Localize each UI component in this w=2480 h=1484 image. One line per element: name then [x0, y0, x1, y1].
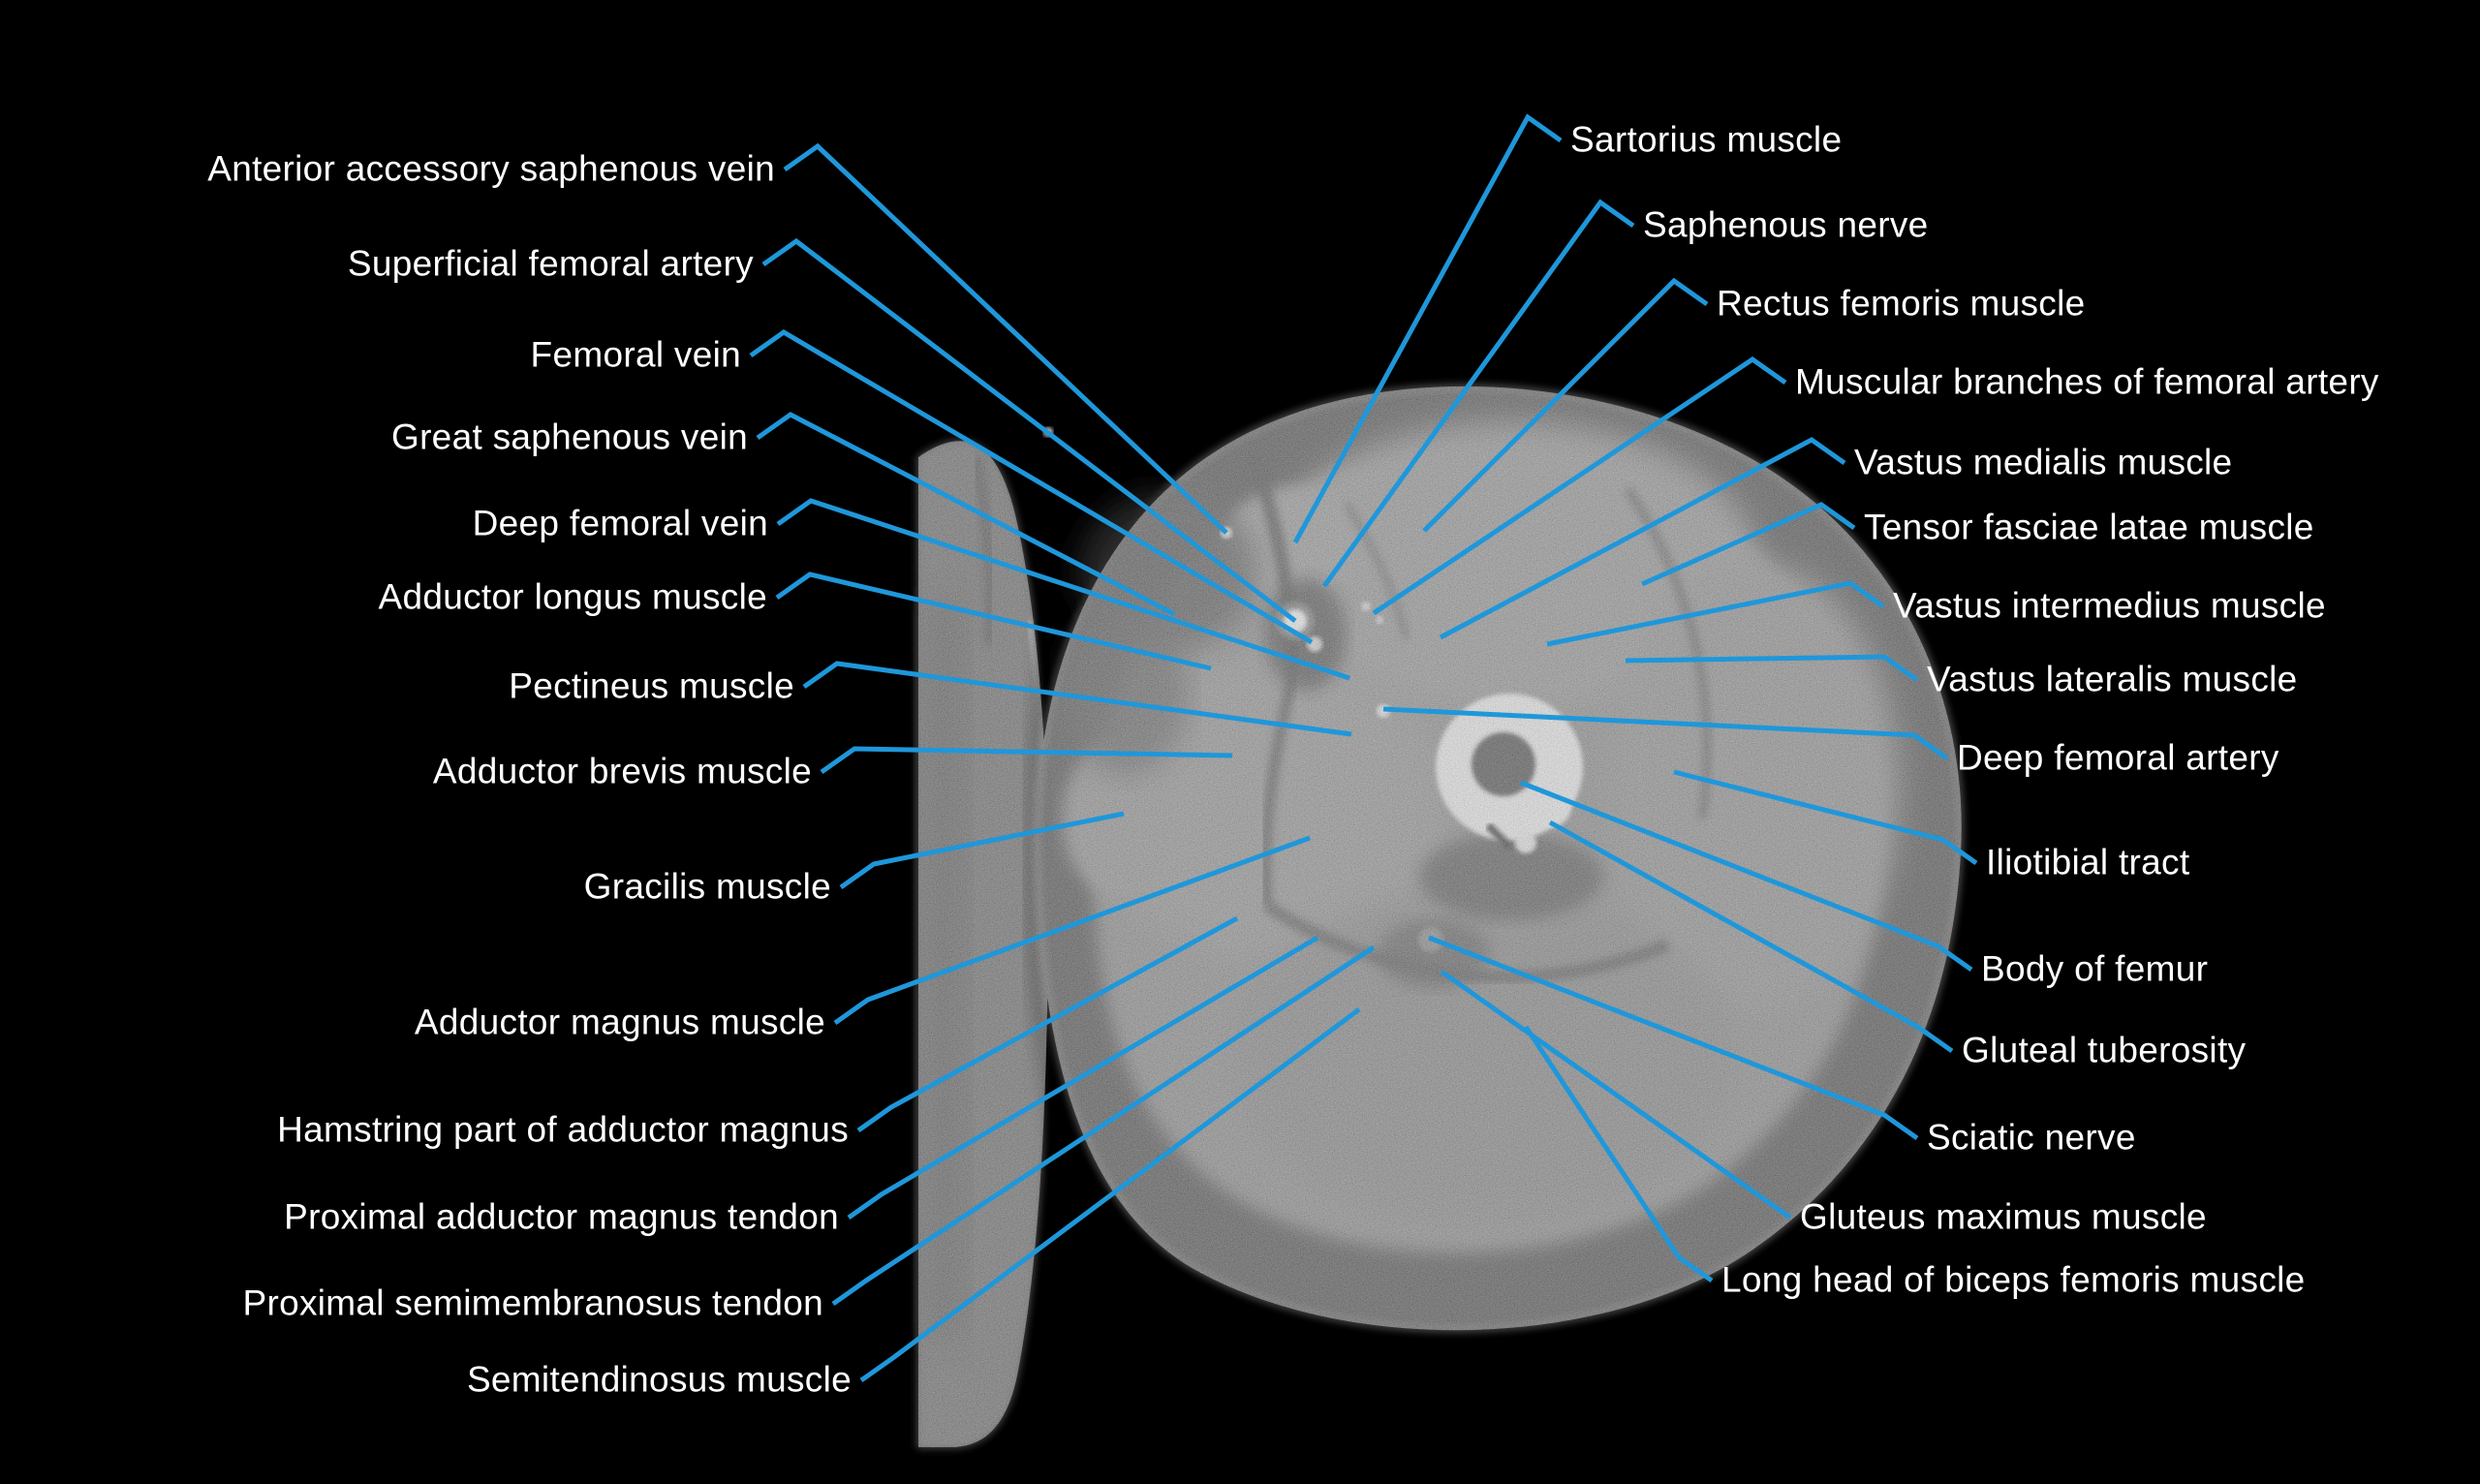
label-hamstring-part-of-adductor-magnus: Hamstring part of adductor magnus [277, 1109, 849, 1150]
leader-vastus-intermedius-muscle [1546, 580, 1885, 647]
leader-hamstring-part-of-adductor-magnus [856, 915, 1239, 1133]
label-body-of-femur: Body of femur [1981, 948, 2209, 989]
leader-deep-femoral-artery [1382, 706, 1949, 761]
leader-proximal-adductor-magnus-tendon [847, 935, 1319, 1221]
leader-adductor-longus-muscle [775, 572, 1212, 671]
label-superficial-femoral-artery: Superficial femoral artery [347, 243, 754, 284]
label-deep-femoral-vein: Deep femoral vein [472, 503, 768, 543]
label-tensor-fasciae-latae-muscle: Tensor fasciae latae muscle [1864, 507, 2314, 547]
leader-gluteal-tuberosity [1548, 819, 1954, 1054]
leader-vastus-medialis-muscle [1439, 437, 1846, 640]
leader-gluteus-maximus-muscle [1440, 969, 1792, 1221]
leader-sartorius-muscle [1292, 113, 1563, 544]
leader-semitendinosus-muscle [859, 1006, 1361, 1383]
leader-muscular-branches-of-femoral-artery [1372, 356, 1787, 616]
label-sciatic-nerve: Sciatic nerve [1927, 1117, 2136, 1158]
label-muscular-branches-of-femoral-artery: Muscular branches of femoral artery [1795, 361, 2379, 402]
label-great-saphenous-vein: Great saphenous vein [390, 417, 748, 457]
label-adductor-longus-muscle: Adductor longus muscle [378, 576, 767, 617]
label-anterior-accessory-saphenous-vein: Anterior accessory saphenous vein [207, 148, 775, 189]
leader-body-of-femur [1520, 780, 1973, 973]
label-proximal-adductor-magnus-tendon: Proximal adductor magnus tendon [284, 1196, 839, 1237]
label-rectus-femoris-muscle: Rectus femoris muscle [1717, 283, 2086, 324]
leader-adductor-brevis-muscle [820, 746, 1233, 775]
label-femoral-vein: Femoral vein [530, 334, 741, 375]
label-vastus-lateralis-muscle: Vastus lateralis muscle [1927, 659, 2298, 699]
leader-proximal-semimembranosus-tendon [831, 944, 1376, 1307]
label-gluteal-tuberosity: Gluteal tuberosity [1962, 1030, 2247, 1070]
leader-tensor-fasciae-latae-muscle [1640, 502, 1856, 587]
label-pectineus-muscle: Pectineus muscle [509, 665, 794, 706]
leader-adductor-magnus-muscle [833, 835, 1311, 1026]
label-gluteus-maximus-muscle: Gluteus maximus muscle [1800, 1196, 2207, 1237]
leader-anterior-accessory-saphenous-vein [783, 142, 1228, 535]
label-vastus-medialis-muscle: Vastus medialis muscle [1854, 442, 2233, 482]
leader-rectus-femoris-muscle [1422, 277, 1709, 533]
label-vastus-intermedius-muscle: Vastus intermedius muscle [1893, 585, 2326, 626]
label-deep-femoral-artery: Deep femoral artery [1957, 737, 2279, 778]
label-gracilis-muscle: Gracilis muscle [583, 866, 831, 907]
label-iliotibial-tract: Iliotibial tract [1986, 842, 2190, 882]
leader-lines [749, 113, 1978, 1383]
label-proximal-semimembranosus-tendon: Proximal semimembranosus tendon [242, 1283, 823, 1323]
label-semitendinosus-muscle: Semitendinosus muscle [466, 1359, 852, 1400]
leader-sciatic-nerve [1428, 935, 1919, 1141]
leader-pectineus-muscle [802, 661, 1352, 737]
leader-great-saphenous-vein [756, 412, 1176, 617]
leader-vastus-lateralis-muscle [1625, 654, 1919, 683]
label-adductor-magnus-muscle: Adductor magnus muscle [414, 1002, 825, 1042]
label-long-head-of-biceps-femoris-muscle: Long head of biceps femoris muscle [1721, 1259, 2306, 1300]
leader-superficial-femoral-artery [761, 237, 1297, 623]
leader-gracilis-muscle [839, 811, 1125, 890]
label-sartorius-muscle: Sartorius muscle [1570, 119, 1843, 160]
leader-long-head-of-biceps-femoris-muscle [1523, 1025, 1714, 1283]
leader-femoral-vein [749, 329, 1314, 645]
leader-iliotibial-tract [1673, 769, 1978, 866]
label-adductor-brevis-muscle: Adductor brevis muscle [432, 751, 812, 791]
label-saphenous-nerve: Saphenous nerve [1643, 204, 1929, 245]
leader-saphenous-nerve [1321, 199, 1635, 588]
leader-deep-femoral-vein [776, 498, 1350, 681]
